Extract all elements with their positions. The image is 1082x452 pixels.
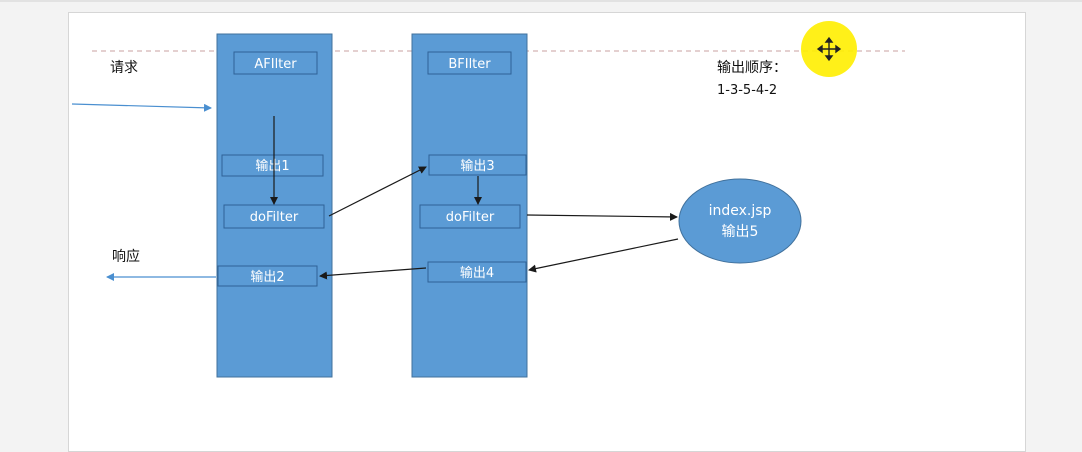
filter-b-title: BFIlter bbox=[448, 57, 491, 72]
arrow-b-to-target bbox=[526, 212, 678, 221]
filter-a-dofilter-box bbox=[223, 204, 325, 229]
output-order-title: 输出顺序： bbox=[717, 60, 787, 76]
filter-chain-diagram: AFIlter 输出1 doFilter 输出2 BFIlter 输出3 doF… bbox=[71, 21, 905, 378]
request-label: 请求 bbox=[110, 60, 138, 76]
filter-b-dofilter-box bbox=[419, 204, 521, 229]
request-arrow bbox=[71, 103, 212, 112]
target-name: index.jsp bbox=[709, 203, 772, 219]
target-ellipse bbox=[678, 178, 802, 264]
arrow-target-to-b bbox=[528, 238, 679, 273]
filter-b-output-after-box bbox=[427, 261, 527, 283]
filter-a-dofilter: doFilter bbox=[250, 210, 299, 225]
filter-b-output-before: 输出3 bbox=[460, 158, 494, 174]
window-top-border bbox=[0, 0, 1082, 2]
filter-a-output-after-box bbox=[217, 265, 318, 287]
filter-b-output-before-box bbox=[428, 154, 527, 176]
filter-b-output-after: 输出4 bbox=[460, 265, 494, 281]
filter-b-dofilter: doFilter bbox=[446, 210, 495, 225]
arrow-a-to-b bbox=[328, 166, 427, 217]
output-order-sequence: 1-3-5-4-2 bbox=[717, 83, 777, 98]
filter-a-output-before: 输出1 bbox=[255, 158, 289, 174]
filter-a-output-after: 输出2 bbox=[250, 269, 284, 285]
response-label: 响应 bbox=[112, 248, 140, 265]
cursor-highlight bbox=[801, 21, 857, 77]
filter-b-title-box bbox=[427, 51, 512, 75]
target-output: 输出5 bbox=[722, 224, 759, 240]
move-cursor-icon bbox=[816, 36, 842, 62]
target-resource: index.jsp 输出5 bbox=[678, 178, 802, 264]
arrow-b-to-a bbox=[319, 267, 427, 280]
filter-a-column: AFIlter 输出1 doFilter 输出2 bbox=[216, 33, 333, 378]
filter-a-title: AFIlter bbox=[254, 57, 297, 72]
filter-a-title-box bbox=[233, 51, 318, 75]
filter-b-column: BFIlter 输出3 doFilter 输出4 bbox=[411, 33, 528, 378]
filter-a-output-before-box bbox=[221, 154, 324, 177]
